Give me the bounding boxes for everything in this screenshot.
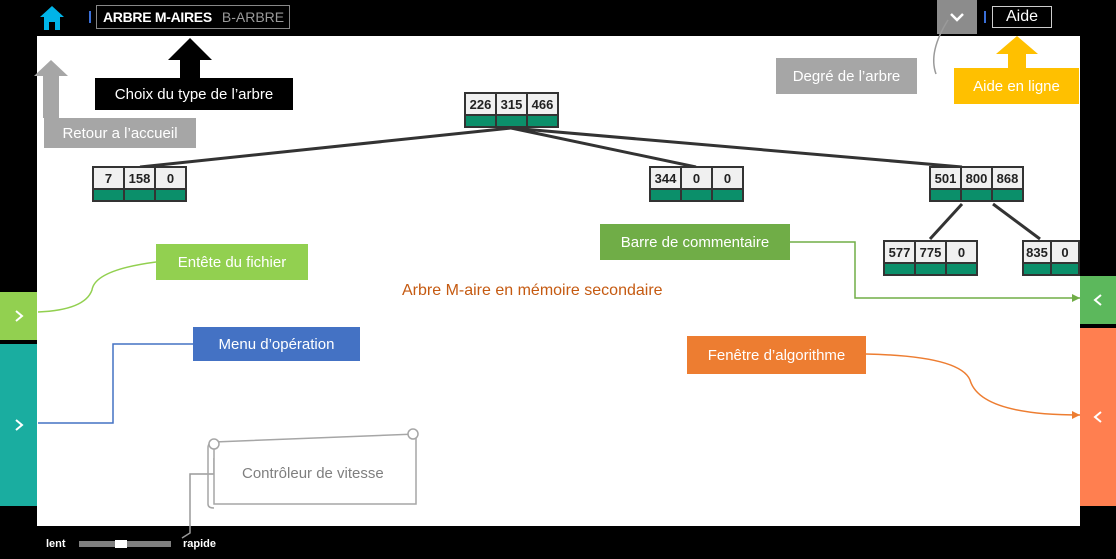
node-pointer xyxy=(1024,264,1050,274)
degree-dropdown-button[interactable] xyxy=(937,0,977,34)
speed-slow-label: lent xyxy=(46,538,66,550)
node-pointer xyxy=(931,190,960,200)
separator xyxy=(984,11,986,23)
scroll-shape xyxy=(207,428,419,509)
node-key: 226 xyxy=(466,94,495,114)
node-key: 835 xyxy=(1024,242,1050,262)
tree-node[interactable]: 344 0 0 xyxy=(649,166,744,202)
speed-fast-label: rapide xyxy=(183,538,217,550)
file-header-toggle[interactable] xyxy=(0,292,37,340)
node-pointer xyxy=(156,190,185,200)
node-pointer xyxy=(497,116,526,126)
annotation-type-choice: Choix du type de l’arbre xyxy=(95,78,293,110)
chevron-left-icon xyxy=(1093,411,1102,423)
annotation-degree: Degré de l’arbre xyxy=(776,58,917,94)
node-pointer xyxy=(94,190,123,200)
node-pointer xyxy=(947,264,976,274)
node-pointer xyxy=(528,116,557,126)
chevron-left-icon xyxy=(1093,294,1102,306)
tree-node[interactable]: 835 0 xyxy=(1022,240,1080,276)
chevron-right-icon xyxy=(14,310,24,322)
separator xyxy=(89,11,91,23)
node-key: 7 xyxy=(94,168,123,188)
tree-type-m-aire[interactable]: ARBRE M-AIRES xyxy=(103,9,212,25)
annotation-speed-controller: Contrôleur de vitesse xyxy=(242,465,384,482)
node-pointer xyxy=(1052,264,1078,274)
node-pointer xyxy=(962,190,991,200)
node-pointer xyxy=(466,116,495,126)
tree-node[interactable]: 577 775 0 xyxy=(883,240,978,276)
node-key: 800 xyxy=(962,168,991,188)
node-key: 315 xyxy=(497,94,526,114)
node-key: 868 xyxy=(993,168,1022,188)
arrow-up-icon xyxy=(996,36,1038,68)
node-key: 501 xyxy=(931,168,960,188)
speed-slider-knob[interactable] xyxy=(115,540,127,548)
node-key: 158 xyxy=(125,168,154,188)
annotation-file-header: Entête du fichier xyxy=(156,244,308,280)
chevron-down-icon xyxy=(950,13,964,22)
tree-edges xyxy=(139,126,1041,241)
node-key: 0 xyxy=(1052,242,1078,262)
operation-menu-toggle[interactable] xyxy=(0,344,37,506)
annotation-comment-bar: Barre de commentaire xyxy=(600,224,790,260)
node-key: 344 xyxy=(651,168,680,188)
comment-bar-toggle[interactable] xyxy=(1080,276,1116,324)
node-key: 0 xyxy=(713,168,742,188)
node-pointer xyxy=(993,190,1022,200)
node-key: 0 xyxy=(156,168,185,188)
tree-type-b-arbre[interactable]: B-ARBRE xyxy=(221,9,285,25)
node-key: 775 xyxy=(916,242,945,262)
node-pointer xyxy=(125,190,154,200)
chevron-right-icon xyxy=(14,419,24,431)
node-pointer xyxy=(916,264,945,274)
arrow-up-icon xyxy=(168,38,212,78)
home-button[interactable] xyxy=(38,4,66,32)
help-button[interactable]: Aide xyxy=(992,6,1052,28)
annotation-operation-menu: Menu d’opération xyxy=(193,327,360,361)
node-pointer xyxy=(651,190,680,200)
home-icon xyxy=(40,6,64,30)
tree-node[interactable]: 7 158 0 xyxy=(92,166,187,202)
node-pointer xyxy=(682,190,711,200)
annotation-home-return: Retour a l’accueil xyxy=(44,118,196,148)
node-key: 0 xyxy=(947,242,976,262)
annotation-online-help: Aide en ligne xyxy=(954,68,1079,104)
node-key: 0 xyxy=(682,168,711,188)
canvas-caption: Arbre M-aire en mémoire secondaire xyxy=(402,282,663,299)
tree-node-root[interactable]: 226 315 466 xyxy=(464,92,559,128)
node-pointer xyxy=(885,264,914,274)
node-key: 577 xyxy=(885,242,914,262)
arrow-up-icon xyxy=(34,60,68,118)
tree-type-selector: ARBRE M-AIRES B-ARBRE xyxy=(96,5,290,29)
tree-node[interactable]: 501 800 868 xyxy=(929,166,1024,202)
annotation-algorithm-window: Fenêtre d’algorithme xyxy=(687,336,866,374)
node-key: 466 xyxy=(528,94,557,114)
algorithm-window-toggle[interactable] xyxy=(1080,328,1116,506)
node-pointer xyxy=(713,190,742,200)
